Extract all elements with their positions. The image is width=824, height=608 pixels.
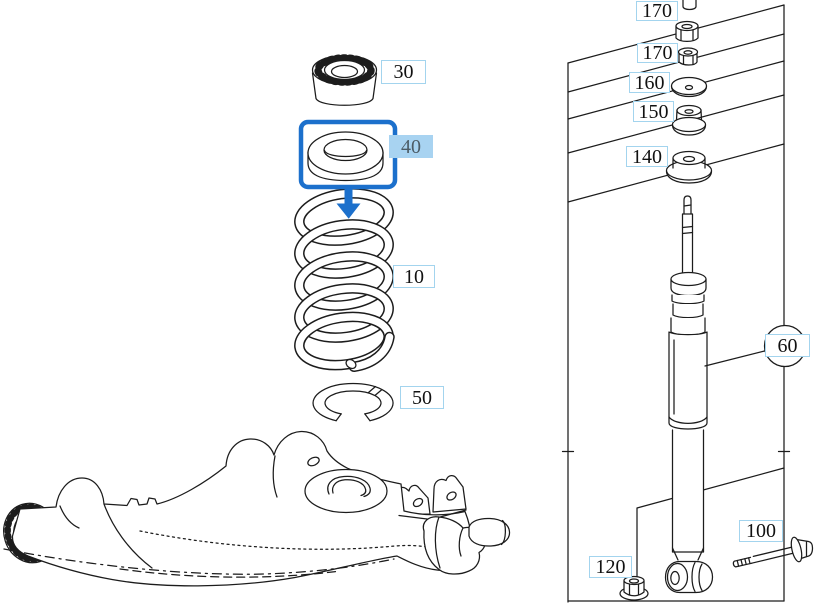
callout-60[interactable]: 60 (765, 334, 810, 357)
callout-140[interactable]: 140 (626, 146, 668, 167)
nut-120-drawing (619, 575, 649, 601)
callout-170-lower[interactable]: 170 (637, 43, 678, 63)
callout-120[interactable]: 120 (589, 556, 632, 578)
callout-170-upper[interactable]: 170 (636, 1, 678, 21)
control-arm-drawing (3, 430, 511, 587)
callout-40-highlighted[interactable]: 40 (389, 135, 433, 158)
selection-down-arrow-icon (336, 185, 361, 219)
spring-shim-50-drawing (312, 382, 394, 422)
bolt-100-drawing (732, 536, 814, 568)
rubber-seat-40-drawing (307, 131, 384, 182)
callout-10[interactable]: 10 (393, 265, 435, 288)
callout-100[interactable]: 100 (739, 520, 783, 542)
callout-30[interactable]: 30 (381, 60, 426, 84)
coil-spring-drawing (294, 188, 395, 373)
mount-stack-drawing (665, 0, 713, 184)
callout-160[interactable]: 160 (629, 72, 670, 93)
callout-50[interactable]: 50 (400, 386, 444, 409)
upper-mount-30-drawing (311, 54, 378, 106)
callout-150[interactable]: 150 (633, 101, 674, 122)
